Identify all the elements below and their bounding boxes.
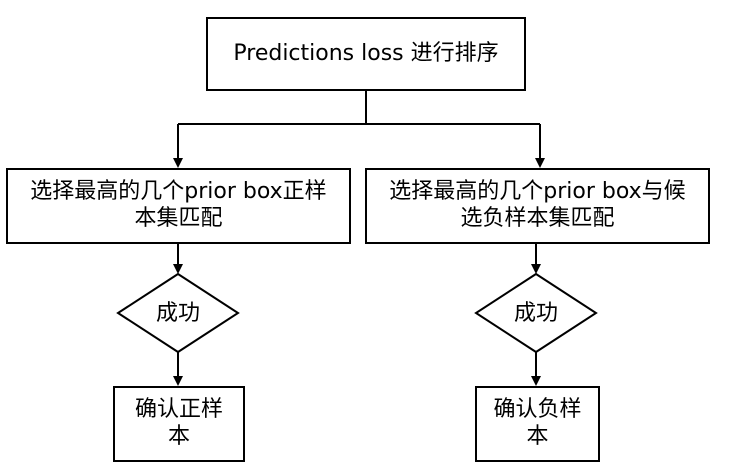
left-step-line-2: 本集匹配 xyxy=(134,206,223,231)
left-result-box: 确认正样 本 xyxy=(113,386,245,462)
right-result-line-2: 本 xyxy=(526,424,549,449)
left-result-line-1: 确认正样 xyxy=(134,397,223,423)
sort-predictions-loss-label: Predictions loss 进行排序 xyxy=(233,40,499,66)
right-step-box: 选择最高的几个prior box与候 选负样本集匹配 xyxy=(365,168,710,244)
left-step-line-1: 选择最高的几个prior box正样 xyxy=(30,179,327,205)
left-result-line-2: 本 xyxy=(167,424,190,449)
right-step-line-2: 选负样本集匹配 xyxy=(460,206,615,231)
right-result-box: 确认负样 本 xyxy=(475,386,600,462)
right-decision-label: 成功 xyxy=(513,301,558,326)
right-result-line-1: 确认负样 xyxy=(493,397,582,423)
left-decision-label: 成功 xyxy=(155,301,200,326)
sort-predictions-loss-box: Predictions loss 进行排序 xyxy=(206,17,526,91)
left-step-box: 选择最高的几个prior box正样 本集匹配 xyxy=(6,168,351,244)
right-step-line-1: 选择最高的几个prior box与候 xyxy=(389,179,686,205)
